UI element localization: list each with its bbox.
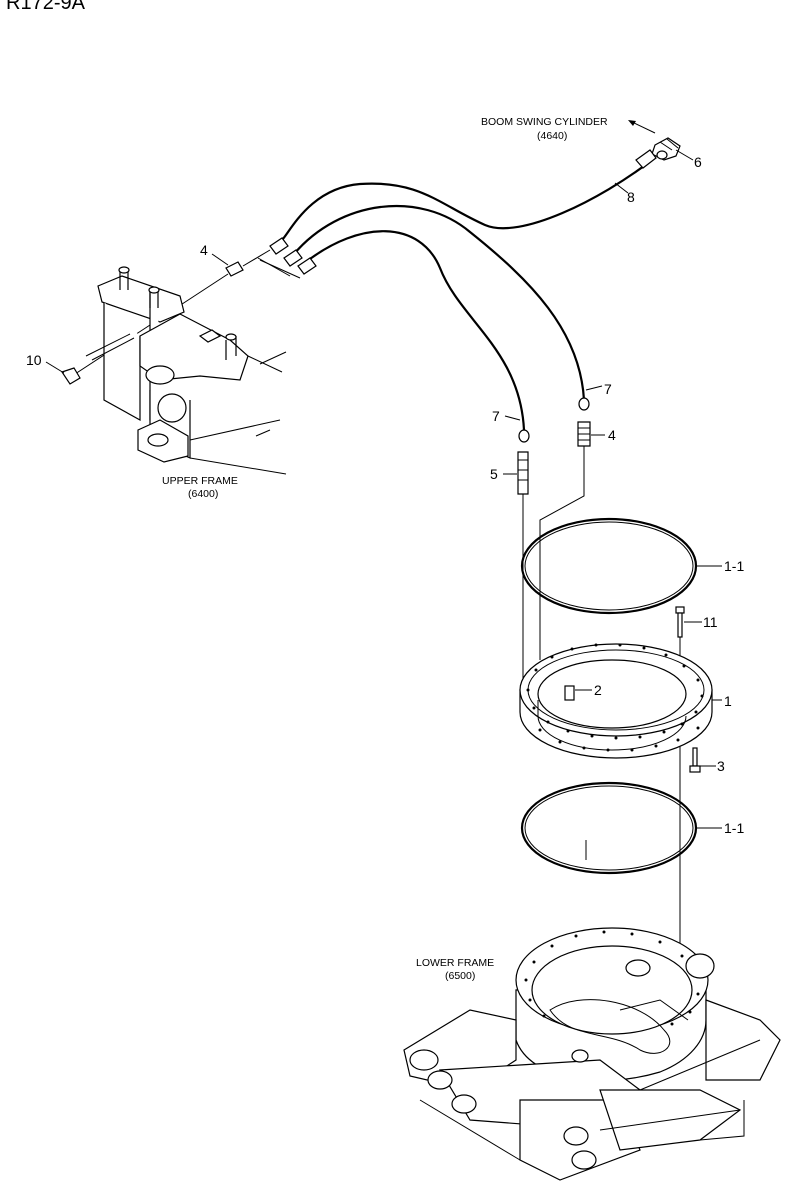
lower-frame-code: (6500) — [445, 970, 475, 982]
callout-11: 11 — [703, 614, 718, 630]
callout-6: 6 — [694, 154, 702, 170]
hose-part-7-right — [293, 204, 590, 411]
connector-part-5 — [517, 451, 529, 495]
boom-swing-cylinder-label: BOOM SWING CYLINDER — [481, 116, 608, 128]
callout-2: 2 — [594, 682, 602, 698]
leader-6 — [675, 149, 694, 161]
hose-part-8 — [281, 149, 657, 241]
page-title: R172-9A — [6, 0, 85, 14]
callout-3: 3 — [717, 758, 725, 774]
bolt-part-3 — [689, 747, 701, 773]
callout-8: 8 — [627, 189, 635, 205]
callout-1-1-top: 1-1 — [724, 558, 744, 574]
lower-frame-drawing — [403, 927, 781, 1181]
leader-8 — [614, 182, 629, 194]
boom-swing-cylinder-caption: BOOM SWING CYLINDER (4640) — [481, 116, 656, 142]
callout-4-right: 4 — [608, 427, 616, 443]
swing-bearing-part-1 — [519, 643, 713, 759]
pin-part-2 — [564, 685, 575, 701]
callout-5: 5 — [490, 466, 498, 482]
elbow-fitting-part-6 — [651, 137, 681, 161]
leader-7-right — [585, 385, 603, 391]
o-ring-part-1-1-top — [520, 517, 698, 615]
connector-part-4-right — [577, 421, 591, 447]
upper-frame-drawing — [85, 266, 287, 475]
callout-4-top: 4 — [200, 242, 208, 258]
leader-4-top — [211, 253, 229, 266]
leader-7-left — [504, 415, 521, 421]
upper-frame-code: (6400) — [188, 488, 218, 500]
leader-10 — [45, 361, 65, 374]
upper-frame-label: UPPER FRAME — [162, 475, 238, 487]
callout-1-1-bottom: 1-1 — [724, 820, 744, 836]
callout-1: 1 — [724, 693, 732, 709]
connector-part-4-top — [225, 249, 301, 279]
lower-frame-label: LOWER FRAME — [416, 957, 494, 969]
plug-part-10 — [61, 367, 81, 385]
callout-7-right: 7 — [604, 381, 612, 397]
guide-line-4 — [539, 446, 585, 660]
hose-end-fittings — [269, 237, 317, 275]
bolt-part-11 — [675, 606, 685, 638]
o-ring-part-1-1-bottom — [520, 781, 698, 875]
boom-swing-arrowhead — [628, 120, 636, 126]
callout-10: 10 — [26, 352, 42, 368]
callout-7-left: 7 — [492, 408, 500, 424]
hose-part-7-left — [305, 230, 530, 443]
boom-swing-cylinder-code: (4640) — [537, 130, 567, 142]
